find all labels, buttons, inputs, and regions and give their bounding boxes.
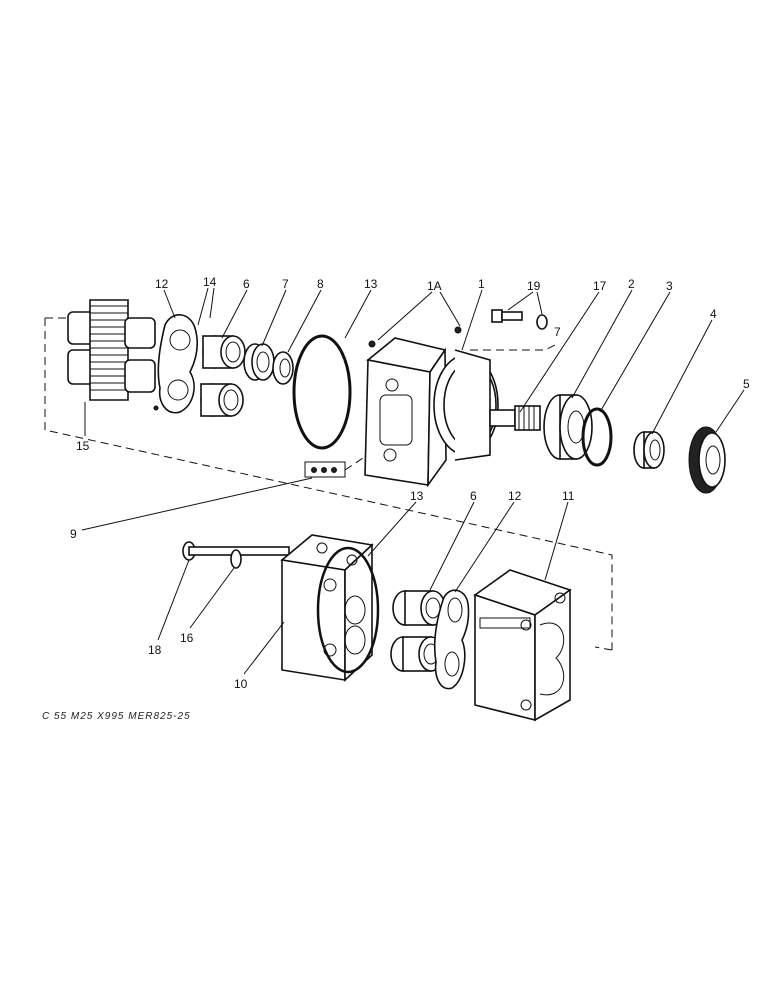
callout-1A: 1A [427, 279, 442, 293]
callout-7: 7 [282, 277, 289, 291]
callout-16: 16 [180, 631, 194, 645]
callout-7-box: 7 [554, 325, 561, 339]
gear-shaft-assembly [67, 299, 156, 401]
gear-housing [473, 569, 572, 722]
small-parts-card [304, 461, 346, 478]
callout-15: 15 [76, 439, 90, 453]
callout-13-bottom: 13 [410, 489, 424, 503]
through-bolt [182, 541, 290, 569]
wear-plate-upper [153, 314, 198, 414]
callout-4: 4 [710, 307, 717, 321]
callout-11: 11 [562, 489, 575, 503]
o-ring-lower [316, 546, 380, 674]
callout-1: 1 [478, 277, 485, 291]
callout-19: 19 [527, 279, 541, 293]
callout-labels: 12 14 6 7 8 13 1A 1 19 7 17 2 3 4 5 15 9… [70, 275, 750, 691]
needle-bearings-upper [200, 335, 246, 417]
retainer [688, 426, 726, 494]
end-cover [280, 534, 374, 682]
splined-shaft [489, 405, 541, 431]
callout-9: 9 [70, 527, 77, 541]
callout-17: 17 [593, 279, 607, 293]
callout-8: 8 [317, 277, 324, 291]
callout-10: 10 [234, 677, 248, 691]
snap-ring [581, 407, 613, 467]
shaft-seal [243, 343, 275, 381]
callout-12-bottom: 12 [508, 489, 522, 503]
leader-lines [81, 287, 745, 675]
wear-plate-lower [433, 589, 470, 690]
main-housing [364, 326, 499, 488]
callout-14: 14 [203, 275, 217, 289]
oil-seal [633, 431, 665, 469]
needle-bearings-lower [390, 590, 446, 672]
callout-12-top: 12 [155, 277, 169, 291]
callout-2: 2 [628, 277, 635, 291]
washer [272, 351, 294, 385]
callout-6-top: 6 [243, 277, 250, 291]
callout-5: 5 [743, 377, 750, 391]
callout-13-top: 13 [364, 277, 378, 291]
callout-18: 18 [148, 643, 162, 657]
callout-6-bottom: 6 [470, 489, 477, 503]
o-ring-upper [292, 334, 352, 450]
bolt-and-nut [491, 309, 548, 330]
callout-3: 3 [666, 279, 673, 293]
reference-code: C 55 M25 X995 MER825-25 [42, 711, 191, 722]
